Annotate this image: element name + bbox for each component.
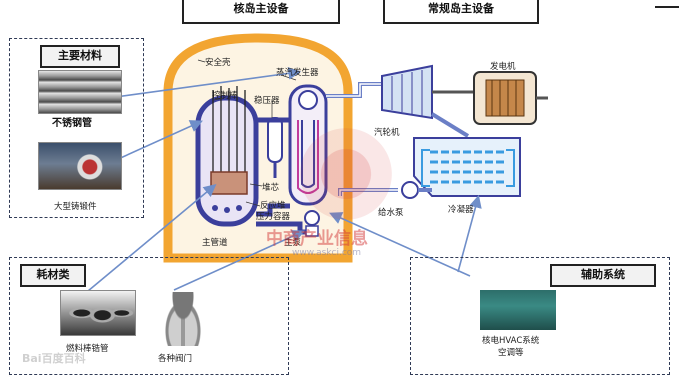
- watermark-baidu: Bai百度百科: [22, 352, 86, 365]
- arrow-steel-pipe-to-sg: [107, 66, 302, 99]
- auxiliary-tag: 辅助系统: [550, 264, 656, 287]
- callout-lines: [197, 59, 297, 207]
- main-materials-group: [9, 38, 144, 218]
- arrow-forging-to-vessel: [115, 120, 203, 161]
- consumables-tag: 耗材类: [20, 264, 86, 287]
- turbine-label: 汽轮机: [374, 128, 400, 138]
- valves-label: 各种阀门: [158, 354, 193, 364]
- steam-generator-label: 蒸汽发生器: [276, 68, 319, 78]
- stainless-steel-pipe-label: 不锈钢管: [52, 118, 92, 129]
- valves-photo: [160, 292, 206, 346]
- arrow-valves-to-pump: [173, 230, 305, 291]
- consumables-title: 耗材类: [36, 268, 70, 281]
- main-pipe-label: 主管道: [202, 238, 228, 248]
- reactor-vessel-label-2: 压力容器: [256, 212, 291, 222]
- top-right-rule: [655, 6, 679, 8]
- consumables-group: [9, 257, 289, 375]
- stainless-steel-pipe-photo: [38, 70, 122, 114]
- main-pump: [304, 210, 320, 237]
- nuclear-island-header: 核岛主设备: [182, 0, 340, 24]
- containment-label: 安全壳: [205, 58, 231, 68]
- fuel-rod-zr-tube-photo: [60, 290, 136, 336]
- arrow-hvac-to-condenser: [457, 194, 482, 273]
- arrow-hvac-to-plant: [329, 212, 471, 277]
- secondary-loop-inner: [326, 83, 398, 196]
- hvac-photo: [480, 290, 556, 330]
- large-forging-label: 大型铸锻件: [54, 202, 97, 212]
- watermark-center-cn: 中商产业信息: [266, 229, 368, 249]
- turbine: [381, 64, 478, 120]
- reactor-vessel: [195, 86, 259, 227]
- hvac-label-line1: 核电HVAC系统: [482, 336, 540, 346]
- large-forging-photo: [38, 142, 122, 190]
- hvac-label-line2: 空调等: [498, 348, 524, 358]
- core-label: 堆芯: [262, 183, 280, 193]
- nuclear-island-header-label: 核岛主设备: [233, 2, 289, 15]
- connector-arrows: [81, 66, 482, 297]
- feedwater-pump-label: 给水泵: [378, 208, 404, 218]
- feedwater-pump: [401, 181, 432, 199]
- reactor-vessel-label-1: 反应堆: [260, 201, 286, 211]
- exhaust-duct: [430, 112, 470, 138]
- pressurizer-label: 稳压器: [254, 96, 280, 106]
- generator-label: 发电机: [490, 62, 516, 72]
- conventional-island-header-label: 常规岛主设备: [428, 2, 494, 15]
- auxiliary-title: 辅助系统: [581, 268, 625, 281]
- auxiliary-group: [410, 257, 670, 375]
- main-pump-label: 主泵: [284, 238, 302, 248]
- condenser-label: 冷凝器: [448, 205, 474, 215]
- conventional-island-header: 常规岛主设备: [383, 0, 539, 24]
- main-materials-title: 主要材料: [58, 49, 102, 62]
- fuel-rod-zr-tube-label: 燃料棒锆管: [66, 344, 109, 354]
- watermark-center-url: www.askci.com: [292, 248, 362, 258]
- generator: [473, 71, 548, 125]
- control-rods-label: 控制棒: [212, 91, 238, 101]
- arrow-zr-tube-to-core: [81, 183, 217, 297]
- watermark-logo-circle: [300, 128, 392, 220]
- steam-generator: [288, 84, 328, 206]
- main-materials-tag: 主要材料: [40, 45, 120, 68]
- condenser: [413, 137, 521, 197]
